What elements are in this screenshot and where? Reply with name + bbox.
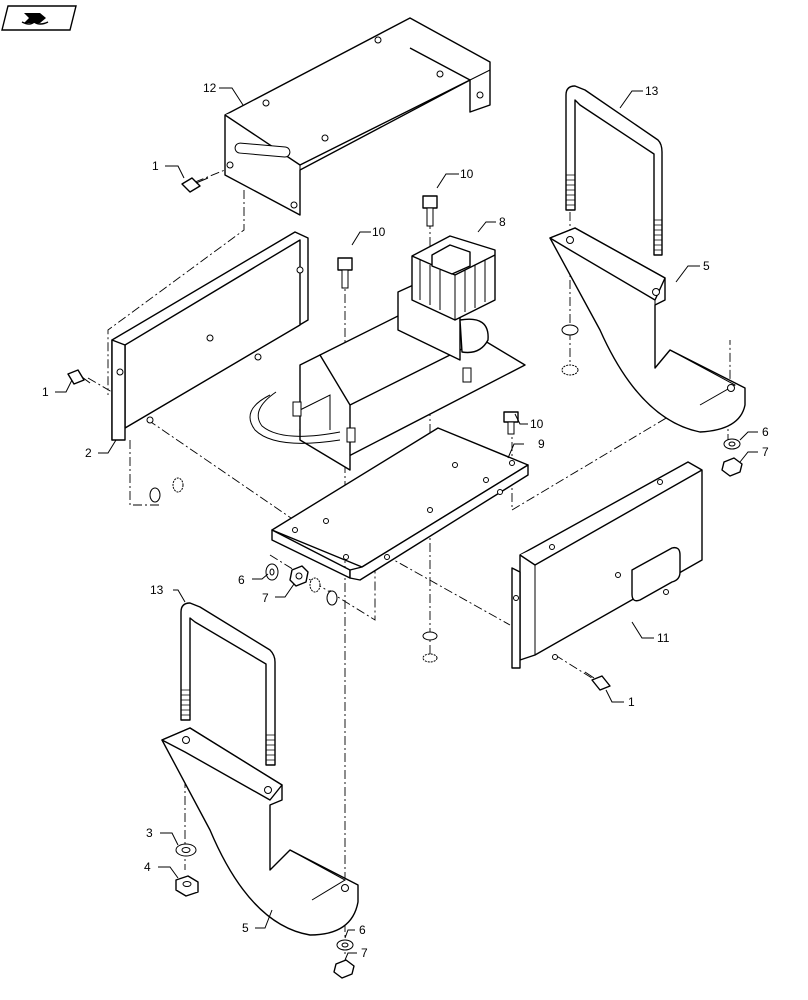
callout-10-right: 10 — [530, 417, 544, 431]
callout-10-left: 10 — [372, 225, 386, 239]
callout-6-right: 6 — [762, 425, 769, 439]
callout-8: 8 — [499, 215, 506, 229]
callout-13-upper: 13 — [645, 84, 659, 98]
book-arrow-icon — [21, 13, 49, 25]
nut-7-left — [289, 565, 309, 587]
callout-7-right: 7 — [762, 445, 769, 459]
washer-6-left — [265, 563, 279, 581]
washers-mid — [149, 324, 579, 663]
callout-9: 9 — [538, 437, 545, 451]
bolt-1-right — [584, 671, 611, 691]
callout-1-right: 1 — [628, 695, 635, 709]
callout-10-top: 10 — [460, 167, 474, 181]
callout-4: 4 — [144, 860, 151, 874]
leader-lines — [55, 87, 758, 961]
callout-7-bottom: 7 — [361, 946, 368, 960]
callout-2: 2 — [85, 446, 92, 460]
washer-3 — [175, 843, 197, 857]
nut-7-bottom — [333, 959, 355, 979]
bolt-10-c — [503, 411, 519, 435]
bolt-1-upper — [181, 177, 209, 193]
callout-13-lower: 13 — [150, 583, 164, 597]
part-5-support-bracket-upper — [549, 227, 746, 433]
callout-1-upper: 1 — [152, 159, 159, 173]
nut-4 — [175, 875, 199, 897]
callout-labels: 12 1 1 1 2 3 4 5 5 6 6 6 7 7 7 8 9 10 10… — [42, 81, 769, 960]
callout-6-left: 6 — [238, 573, 245, 587]
callout-3: 3 — [146, 826, 153, 840]
part-8-compressor — [249, 235, 526, 471]
callout-1-left: 1 — [42, 385, 49, 399]
bolt-10-b — [422, 195, 438, 227]
washer-6-right — [723, 438, 741, 450]
washer-6-bottom — [336, 939, 354, 951]
part-13-u-bolt-lower — [180, 602, 276, 766]
callout-5-lower: 5 — [242, 921, 249, 935]
callout-6-bottom: 6 — [359, 923, 366, 937]
nut-7-right — [721, 457, 743, 477]
callout-11: 11 — [657, 631, 670, 645]
part-13-u-bolt-upper — [565, 85, 663, 256]
callout-7-left: 7 — [262, 591, 269, 605]
part-9-mount-plate — [271, 427, 529, 581]
callout-12: 12 — [203, 81, 217, 95]
part-5-support-bracket-lower — [161, 727, 359, 936]
part-11-side-panel — [511, 461, 703, 669]
part-2-side-panel — [111, 231, 309, 441]
part-12-channel-bracket — [224, 17, 491, 216]
callout-5-upper: 5 — [703, 259, 710, 273]
nav-button[interactable] — [1, 5, 77, 31]
bolt-10-a — [337, 257, 353, 289]
